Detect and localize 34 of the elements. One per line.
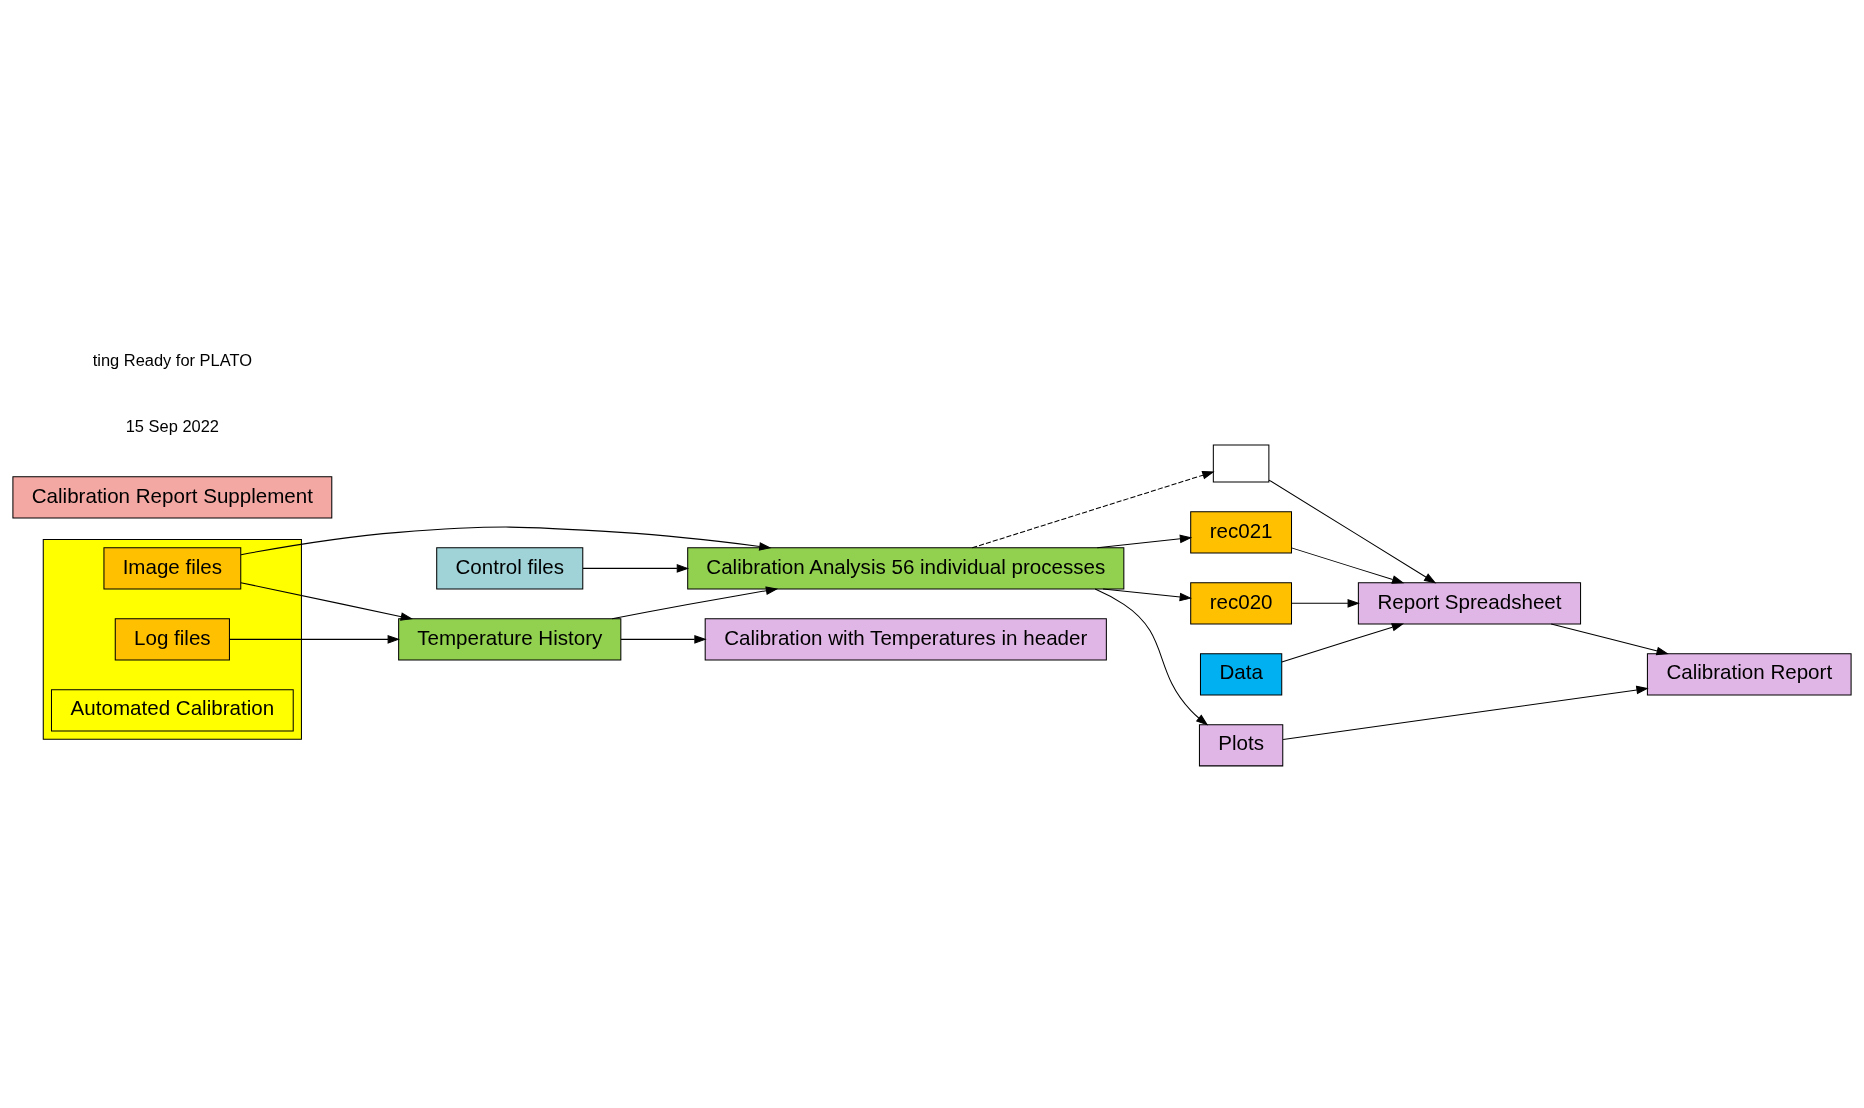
arrow <box>971 470 1215 548</box>
arrow <box>1550 622 1669 655</box>
node-box: Report Spreadsheet <box>1357 581 1582 624</box>
arrow <box>240 581 414 621</box>
node-box: Image files <box>103 546 242 589</box>
arrow <box>1102 587 1192 601</box>
node-box: Log files <box>114 617 230 660</box>
arrow <box>240 526 772 555</box>
arrow <box>620 634 707 644</box>
arrow <box>1282 685 1649 740</box>
node-box: Data <box>1199 652 1283 695</box>
node-box: Temperature History <box>398 617 622 660</box>
arrow <box>611 585 779 619</box>
node-box <box>1212 443 1270 482</box>
arrow <box>582 563 690 573</box>
arrow <box>1094 588 1209 726</box>
node-box: rec020 <box>1190 581 1293 624</box>
cluster <box>42 538 302 740</box>
node-box: Calibration Report <box>1646 652 1852 695</box>
node-box: Calibration Report Supplement <box>12 475 333 518</box>
node-box: Calibration with Temperatures in header <box>704 617 1107 660</box>
node-box: rec021 <box>1190 510 1293 553</box>
node-box: Calibration Analysis 56 individual processes <box>687 546 1125 589</box>
node-box: Plots <box>1198 723 1284 766</box>
label: ting Ready for PLATO <box>92 350 252 369</box>
arrow <box>1291 546 1405 584</box>
node-box: Control files <box>436 546 584 589</box>
arrow <box>1281 622 1405 662</box>
arrow <box>1291 598 1360 608</box>
label: 15 Sep 2022 <box>125 416 219 435</box>
arrow <box>1096 534 1193 548</box>
arrow <box>229 634 400 644</box>
arrow <box>1268 479 1437 584</box>
node-box: Automated Calibration <box>50 688 294 731</box>
